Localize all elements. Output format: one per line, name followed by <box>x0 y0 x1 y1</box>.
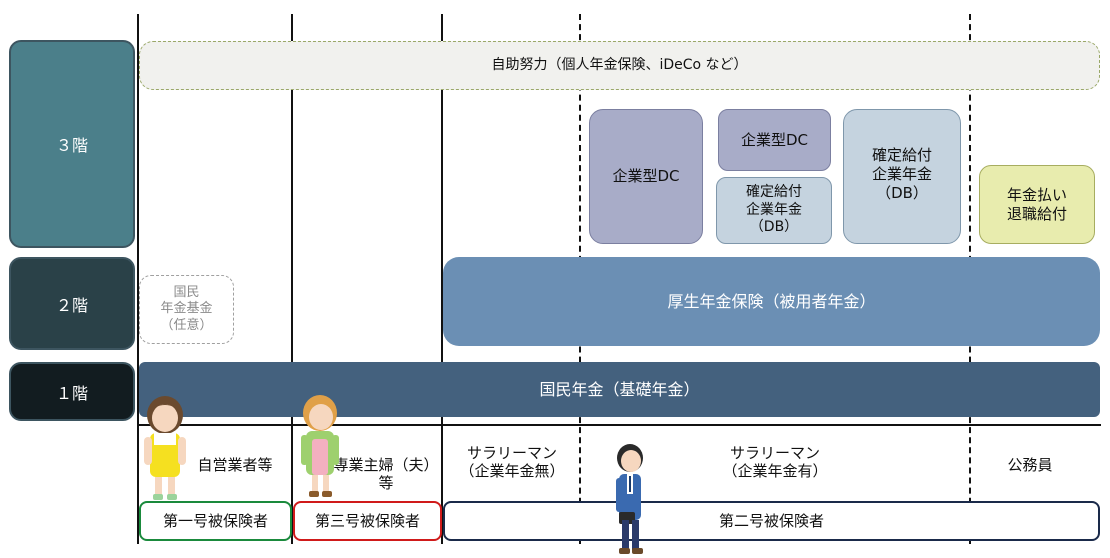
insured-type3-box: 第三号被保険者 <box>293 501 442 541</box>
category-civil-servant: 公務員 <box>1007 456 1053 474</box>
basic-pension-box: 国民年金（基礎年金） <box>139 362 1100 417</box>
lump-sum-box: 年金払い 退職給付 <box>979 165 1095 244</box>
category-salaried-no-plan: サラリーマン （企業年金無） <box>459 444 565 480</box>
category-salaried-with-plan: サラリーマン （企業年金有） <box>722 444 828 480</box>
db-small-label: 確定給付 企業年金 （DB） <box>746 184 802 236</box>
self-help-box: 自助努力（個人年金保険、iDeCo など） <box>139 41 1100 90</box>
corp-dc-large-label: 企業型DC <box>612 167 680 186</box>
column-divider-2 <box>291 14 293 544</box>
db-large-label: 確定給付 企業年金 （DB） <box>871 146 932 202</box>
column-divider-1 <box>137 14 139 544</box>
db-large-box: 確定給付 企業年金 （DB） <box>843 109 961 244</box>
self-employed-woman-icon <box>144 396 186 500</box>
db-small-box: 確定給付 企業年金 （DB） <box>716 177 832 244</box>
corp-dc-large-box: 企業型DC <box>589 109 703 244</box>
level-3-block: ３階 <box>9 40 135 248</box>
column-divider-3 <box>441 14 443 544</box>
national-pension-fund-box: 国民 年金基金 （任意） <box>139 275 234 344</box>
corp-dc-small-label: 企業型DC <box>740 130 809 149</box>
basic-pension-label: 国民年金（基礎年金） <box>539 379 700 399</box>
employees-pension-box: 厚生年金保険（被用者年金） <box>443 257 1100 346</box>
national-pension-fund-label: 国民 年金基金 （任意） <box>160 285 213 333</box>
insured-type1-box: 第一号被保険者 <box>139 501 292 541</box>
category-self-employed: 自営業者等 <box>197 456 273 474</box>
category-homemaker: 専業主婦（夫） 等 <box>333 456 439 492</box>
corp-dc-small-box: 企業型DC <box>718 109 831 171</box>
level-1-block: １階 <box>9 362 135 421</box>
salaried-man-icon <box>616 444 643 554</box>
self-help-label: 自助努力（個人年金保険、iDeCo など） <box>491 56 748 73</box>
insured-type3-label: 第三号被保険者 <box>314 511 420 530</box>
category-row-divider <box>137 424 1101 426</box>
lump-sum-label: 年金払い 退職給付 <box>1006 185 1067 223</box>
insured-type1-label: 第一号被保険者 <box>162 511 268 530</box>
level-1-label: １階 <box>55 383 88 403</box>
homemaker-woman-icon <box>301 395 339 497</box>
employees-pension-label: 厚生年金保険（被用者年金） <box>667 291 876 311</box>
level-2-label: ２階 <box>55 295 88 315</box>
insured-type2-box: 第二号被保険者 <box>443 501 1100 541</box>
insured-type2-label: 第二号被保険者 <box>718 511 824 530</box>
level-2-block: ２階 <box>9 257 135 350</box>
level-3-label: ３階 <box>55 136 88 155</box>
